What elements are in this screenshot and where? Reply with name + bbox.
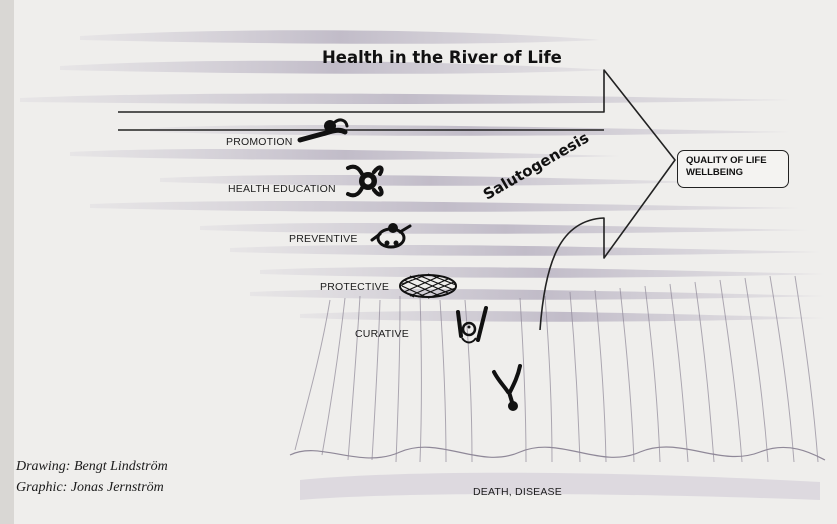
- waterfall-base: [290, 447, 825, 460]
- drawing-credit: Drawing: Bengt Lindström: [16, 459, 168, 475]
- stage-label-health-education: HEALTH EDUCATION: [228, 183, 336, 195]
- stage-label-curative: CURATIVE: [355, 328, 409, 340]
- falling-person-icon: [494, 366, 520, 411]
- outcome-line-1: QUALITY OF LIFE: [686, 155, 788, 167]
- outcome-line-2: WELLBEING: [686, 167, 788, 179]
- diagram-title: Health in the River of Life: [322, 48, 562, 67]
- death-disease-label: DEATH, DISEASE: [473, 486, 562, 498]
- page-edge-shadow: [0, 0, 14, 524]
- stage-label-promotion: PROMOTION: [226, 136, 293, 148]
- quality-of-life-box: QUALITY OF LIFE WELLBEING: [677, 150, 789, 188]
- stage-label-preventive: PREVENTIVE: [289, 233, 358, 245]
- waterfall: [295, 276, 818, 462]
- stage-label-protective: PROTECTIVE: [320, 281, 389, 293]
- graphic-credit: Graphic: Jonas Jernström: [16, 480, 164, 496]
